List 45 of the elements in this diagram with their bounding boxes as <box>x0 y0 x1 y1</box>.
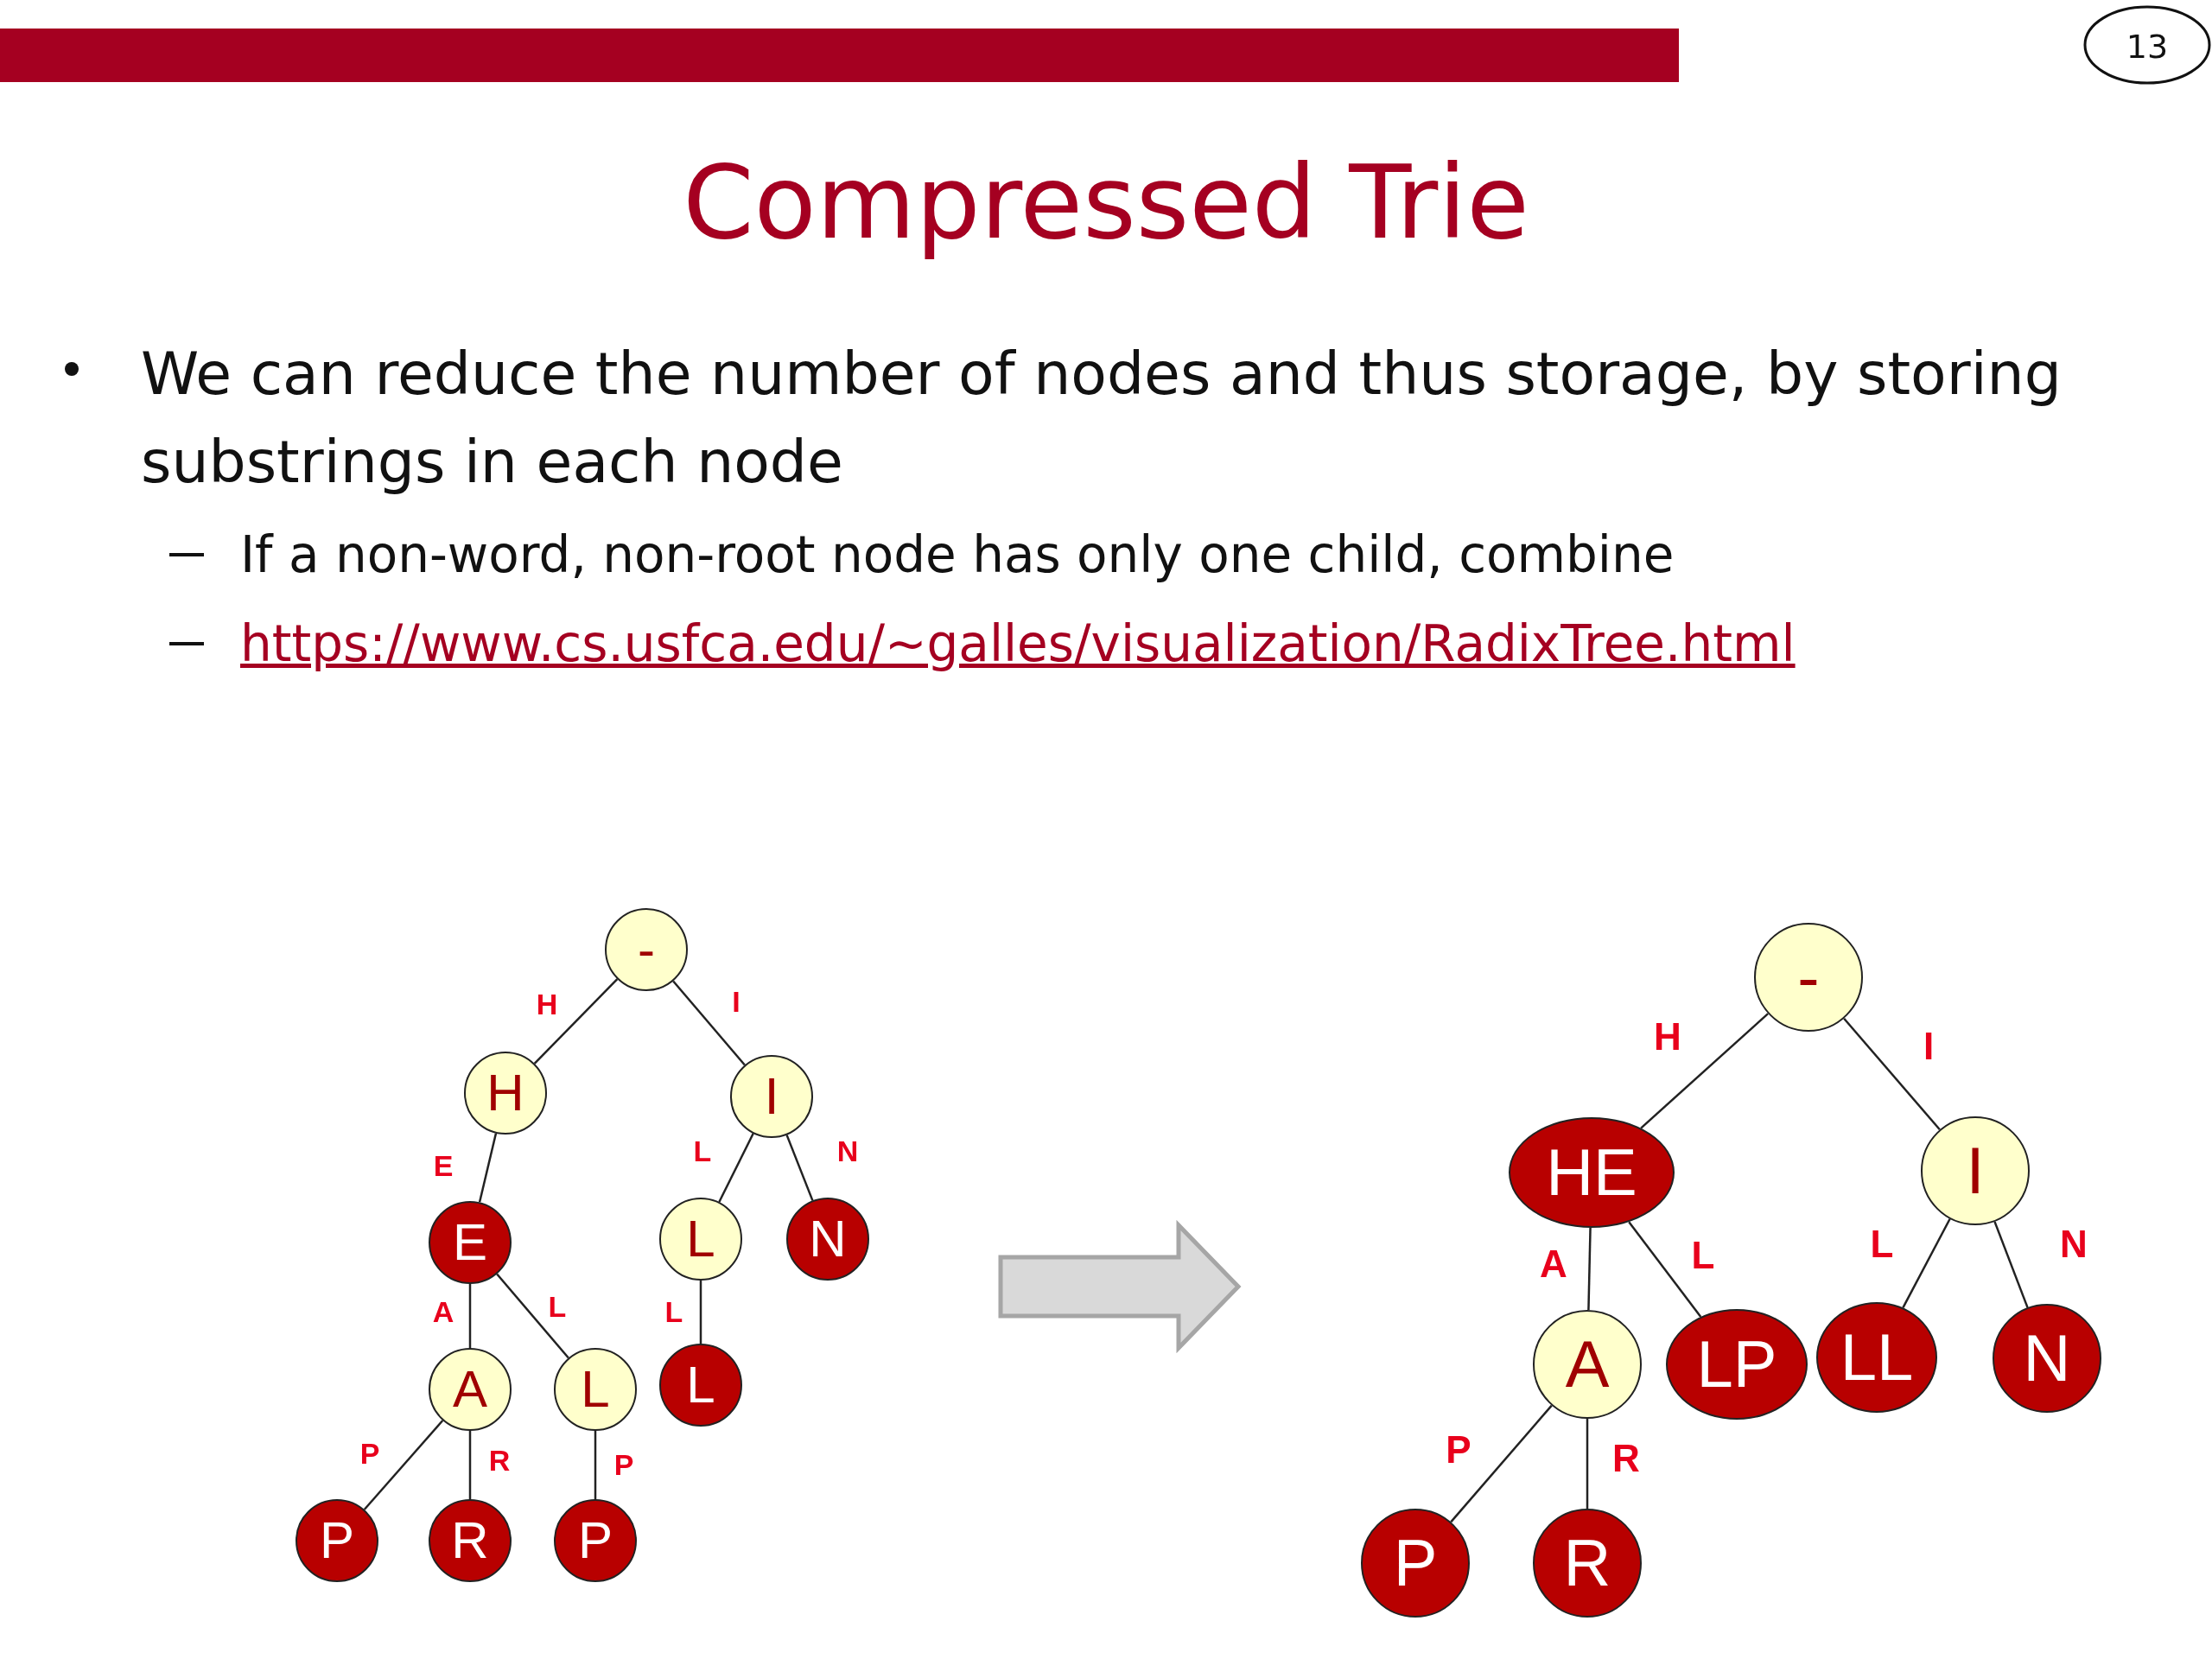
node-letter: P <box>1393 1530 1438 1596</box>
link: https://www.cs.usfca.edu/~galles/visualization/RadixTree.html <box>240 614 1796 673</box>
tree-edge <box>478 1133 498 1203</box>
node-letter: I <box>1966 1138 1985 1204</box>
sub-bullet-text: If a non-word, non-root node has only one child, combine <box>240 525 1675 584</box>
tree-edge <box>699 1281 702 1344</box>
node-letter: - <box>638 924 655 976</box>
tree-edge <box>1843 1017 1941 1131</box>
node-letter: HE <box>1546 1140 1637 1205</box>
tree-edge <box>594 1431 597 1499</box>
tree-edge <box>1628 1221 1702 1318</box>
tree-edge <box>496 1273 569 1359</box>
tree-edge <box>468 1431 472 1499</box>
node-letter: LL <box>1840 1325 1914 1390</box>
tree-edge <box>1450 1404 1553 1523</box>
node-letter: N <box>2023 1325 2071 1391</box>
tree-edge <box>1902 1218 1951 1308</box>
tree-edge <box>672 980 746 1066</box>
page-number: 13 <box>2126 28 2169 66</box>
bullet-text: We can reduce the number of nodes and thus storage, by storing substrings in each node <box>141 340 2062 496</box>
tree-edge <box>785 1135 814 1201</box>
node-letter: N <box>809 1213 847 1265</box>
tree-edge <box>533 978 619 1065</box>
node-letter: I <box>764 1071 779 1122</box>
slide-title: Compressed Trie <box>683 143 1529 262</box>
node-letter: A <box>1565 1332 1610 1397</box>
tree-edge <box>1640 1013 1769 1129</box>
node-letter: H <box>486 1067 524 1119</box>
tree-edge <box>1993 1221 2029 1308</box>
node-letter: - <box>1797 944 1820 1010</box>
node-letter: L <box>686 1359 715 1411</box>
node-letter: A <box>453 1363 487 1415</box>
node-letter: E <box>453 1217 487 1268</box>
node-letter: L <box>686 1213 715 1265</box>
tree-edge <box>1586 1419 1589 1509</box>
tree-edge <box>718 1133 754 1203</box>
tree-edge <box>468 1284 472 1348</box>
node-letter: R <box>1563 1530 1611 1596</box>
node-letter: R <box>451 1515 489 1567</box>
node-letter: LP <box>1696 1332 1777 1397</box>
tree-edge <box>363 1420 444 1510</box>
node-letter: P <box>320 1515 354 1567</box>
tree-edge <box>1587 1227 1592 1311</box>
node-letter: L <box>581 1363 610 1415</box>
node-letter: P <box>578 1515 613 1567</box>
